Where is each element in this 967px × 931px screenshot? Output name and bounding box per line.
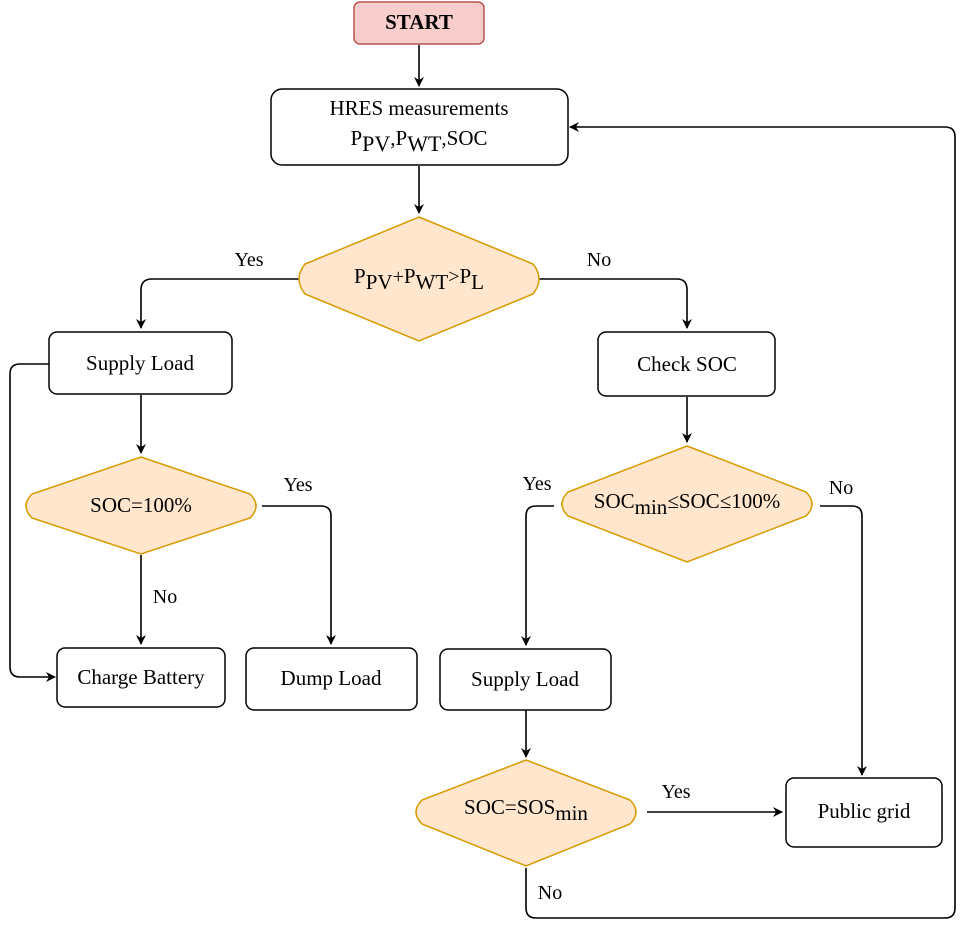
- power-b-sub: WT: [416, 270, 449, 294]
- supply-load-left-shape: [48, 331, 233, 395]
- supply-load-left-node[interactable]: Supply Load: [48, 331, 233, 395]
- edge-power-yes-to-supply-load: [136, 278, 302, 329]
- edge-labels: Yes No Yes No Yes No Yes No: [153, 249, 853, 904]
- measurements-p2-sub: WT: [407, 131, 442, 156]
- soc-full-decision[interactable]: SOC=100%: [25, 456, 257, 555]
- public-grid-node[interactable]: Public grid: [785, 777, 943, 848]
- soc-range-sub: min: [635, 495, 668, 519]
- check-soc-node[interactable]: Check SOC: [597, 331, 776, 397]
- edge-soc-full-yes-to-dump-load: [262, 505, 336, 645]
- power-b: P: [404, 264, 416, 288]
- soc-full-shape: [25, 456, 257, 555]
- check-soc-label: Check SOC: [637, 352, 737, 376]
- measurements-node[interactable]: HRES measurements PPV,PWT,SOC: [270, 88, 569, 166]
- soc-min-shape: [415, 759, 637, 867]
- measurements-p1: P: [350, 126, 362, 150]
- measurements-shape: [270, 88, 569, 166]
- power-c-sub: L: [471, 270, 484, 294]
- measurements-sep1: ,: [390, 126, 395, 150]
- label-power-no: No: [587, 249, 611, 271]
- charge-battery-node[interactable]: Charge Battery: [56, 647, 226, 708]
- edges: [9, 45, 956, 919]
- label-range-yes: Yes: [522, 473, 551, 495]
- charge-battery-shape: [56, 647, 226, 708]
- soc-range-post: ≤SOC≤100%: [667, 489, 780, 513]
- soc-range-shape: [561, 445, 813, 563]
- measurements-tail: ,SOC: [441, 126, 487, 150]
- supply-load-right-node[interactable]: Supply Load: [439, 648, 612, 711]
- supply-load-right-label: Supply Load: [471, 667, 579, 691]
- measurements-p1-sub: PV: [362, 131, 390, 156]
- soc-min-sub: min: [555, 801, 588, 825]
- label-min-no: No: [538, 882, 562, 904]
- public-grid-shape: [785, 777, 943, 848]
- power-c: P: [459, 264, 471, 288]
- soc-min-condition: SOC=SOSmin: [464, 795, 588, 825]
- start-label: START: [385, 10, 453, 34]
- measurements-title: HRES measurements: [329, 96, 508, 120]
- edge-soc-range-yes-to-supply-load: [521, 505, 554, 646]
- dump-load-node[interactable]: Dump Load: [245, 647, 418, 711]
- power-balance-condition: PPV+PWT>PL: [354, 264, 484, 294]
- soc-min-pre: SOC=SOS: [464, 795, 555, 819]
- soc-range-decision[interactable]: SOCmin≤SOC≤100%: [561, 445, 813, 563]
- edge-supply-load-to-charge-battery: [9, 363, 56, 682]
- power-plus: +: [393, 266, 404, 288]
- label-power-yes: Yes: [234, 249, 263, 271]
- label-full-no: No: [153, 586, 177, 608]
- power-balance-decision[interactable]: PPV+PWT>PL: [298, 216, 540, 342]
- soc-range-condition: SOCmin≤SOC≤100%: [594, 489, 780, 519]
- supply-load-left-label: Supply Load: [86, 351, 194, 375]
- power-a-sub: PV: [366, 270, 393, 294]
- label-min-yes: Yes: [661, 781, 690, 803]
- start-shape: [353, 1, 485, 45]
- start-node[interactable]: START: [353, 1, 485, 45]
- power-gt: >: [448, 266, 459, 288]
- measurements-variables: PPV,PWT,SOC: [350, 126, 487, 156]
- charge-battery-label: Charge Battery: [77, 665, 205, 689]
- edge-soc-range-no-to-public-grid: [820, 505, 867, 776]
- measurements-p2: P: [396, 126, 408, 150]
- soc-full-condition: SOC=100%: [90, 493, 192, 517]
- check-soc-shape: [597, 331, 776, 397]
- power-balance-shape: [298, 216, 540, 342]
- edge-power-no-to-check-soc: [536, 278, 692, 329]
- edge-soc-min-no-loop-to-measure: [525, 122, 956, 919]
- supply-load-right-shape: [439, 648, 612, 711]
- public-grid-label: Public grid: [818, 799, 911, 823]
- label-full-yes: Yes: [283, 474, 312, 496]
- label-range-no: No: [829, 477, 853, 499]
- soc-range-pre: SOC: [594, 489, 635, 513]
- power-a: P: [354, 264, 366, 288]
- dump-load-shape: [245, 647, 418, 711]
- soc-min-decision[interactable]: SOC=SOSmin: [415, 759, 637, 867]
- dump-load-label: Dump Load: [281, 666, 382, 690]
